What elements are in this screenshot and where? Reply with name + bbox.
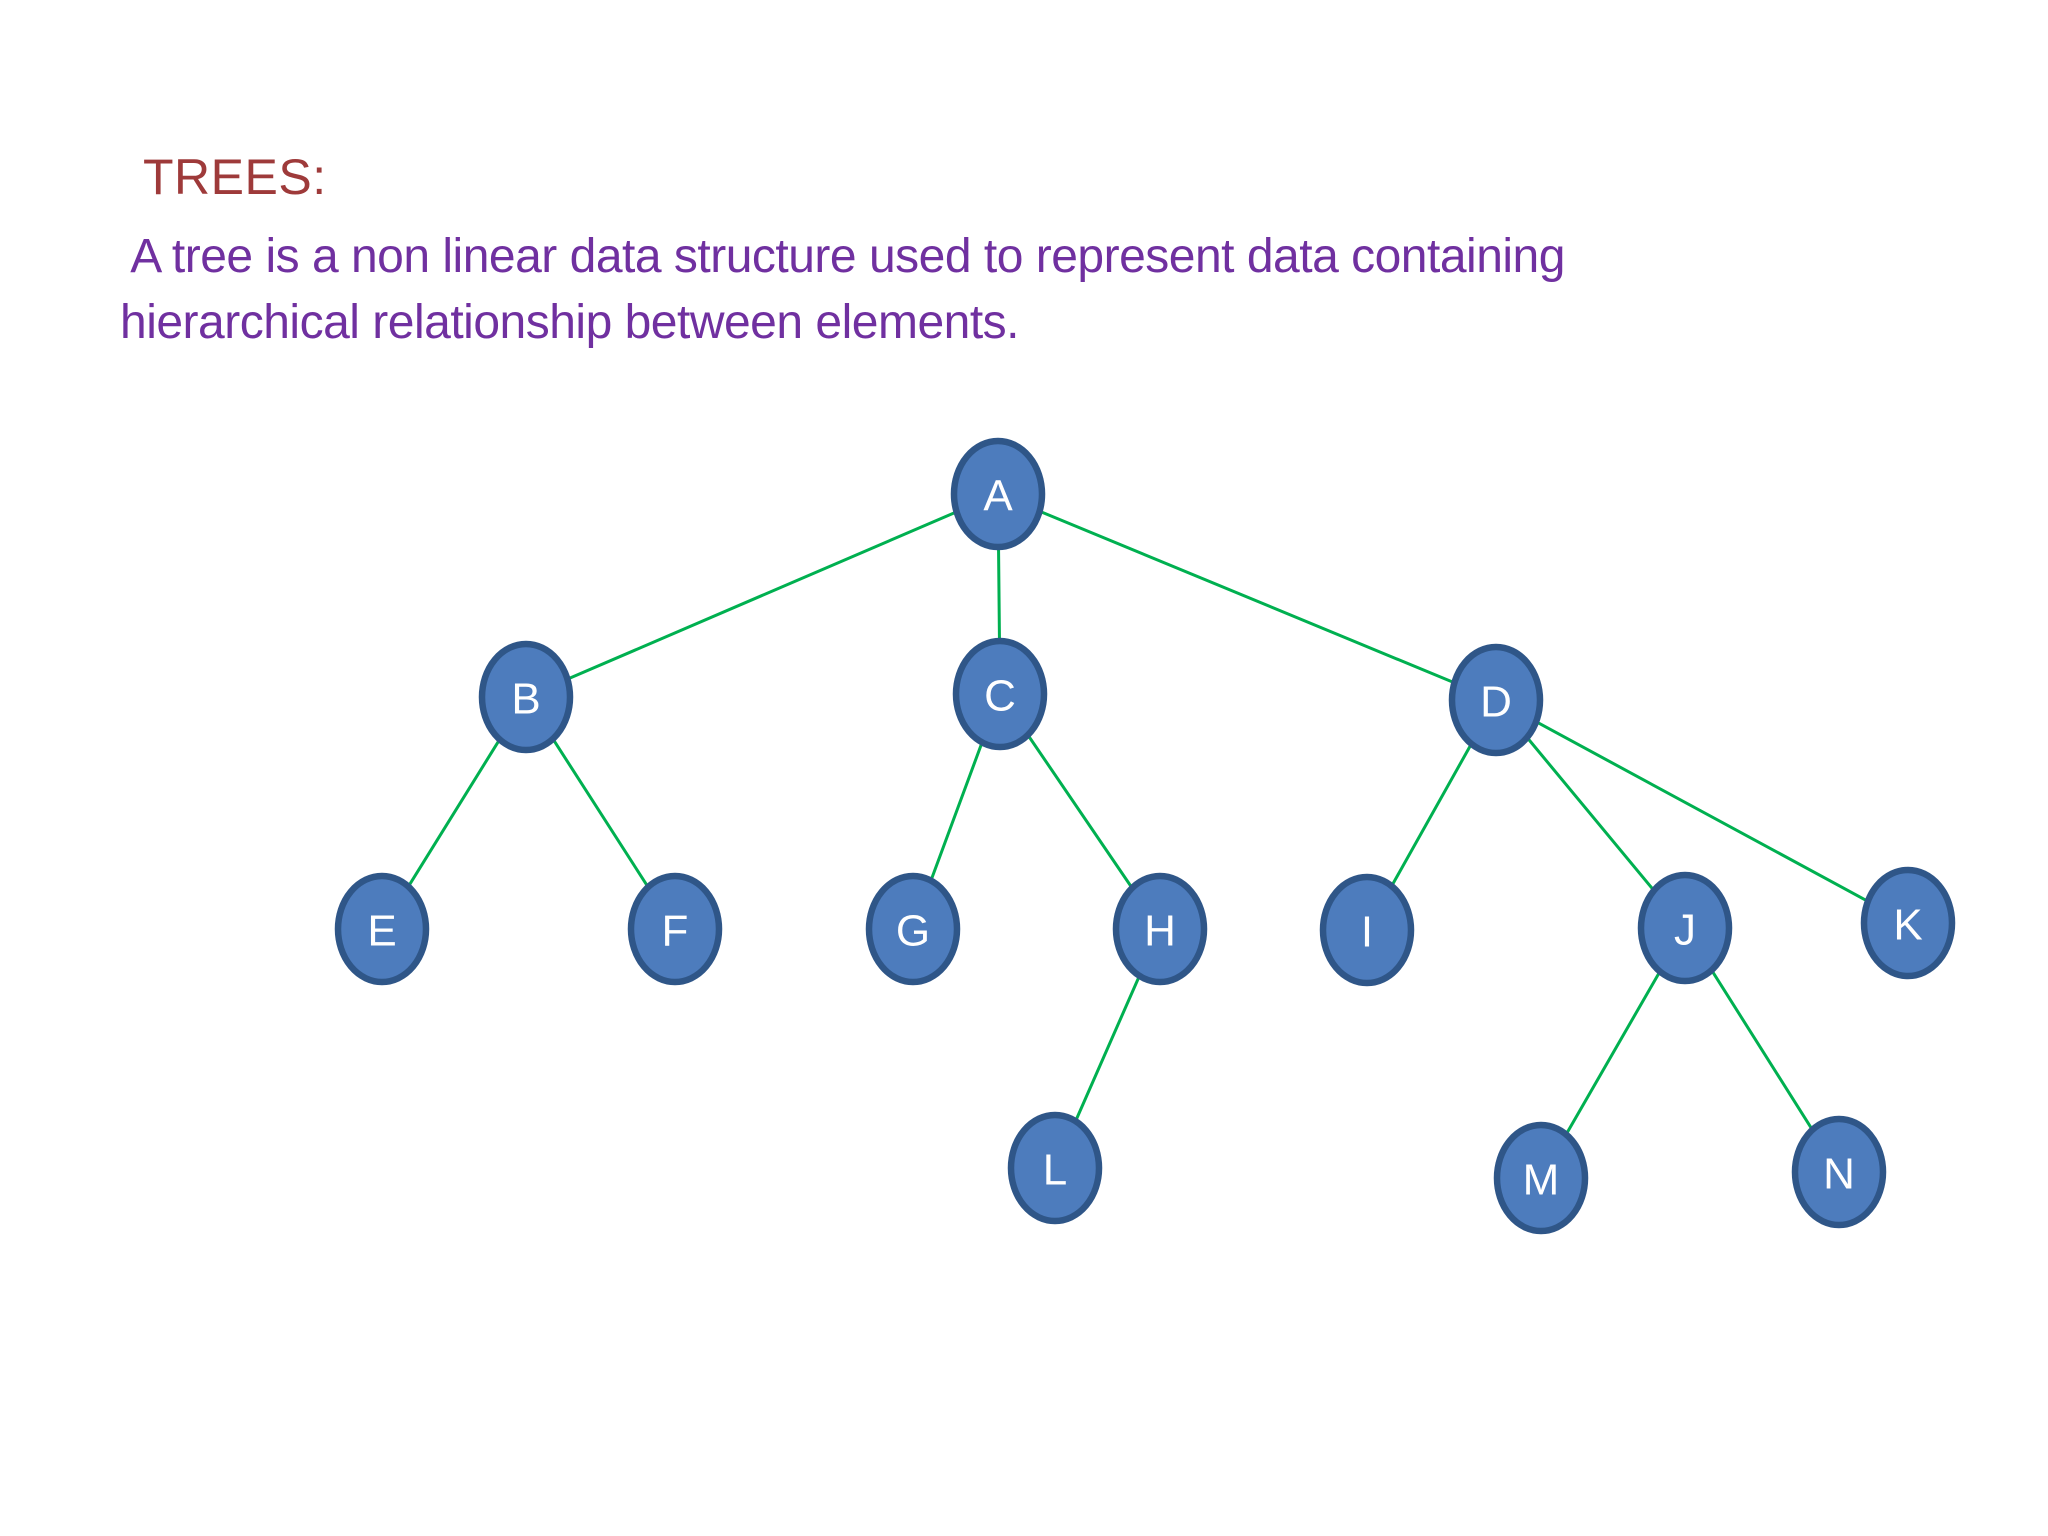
node-ellipse [1637, 871, 1733, 985]
tree-edge-C-H [1026, 733, 1134, 890]
node-ellipse [1791, 1115, 1887, 1229]
node-label: C [984, 672, 1016, 721]
intro-line-2: hierarchical relationship between elemen… [120, 296, 1020, 349]
tree-node-L: L [1007, 1111, 1103, 1225]
tree-node-I: I [1319, 873, 1415, 987]
node-ellipse [865, 872, 961, 986]
node-ellipse [627, 872, 723, 986]
tree-node-F: F [627, 872, 723, 986]
node-label: F [662, 907, 689, 956]
tree-edge-A-C [997, 545, 1001, 643]
tree-edge-A-D [1038, 509, 1456, 685]
tree-node-C: C [952, 637, 1048, 751]
slide-title: TREES: [143, 149, 327, 205]
tree-edge-A-B [565, 510, 959, 681]
node-ellipse [1007, 1111, 1103, 1225]
node-ellipse [334, 872, 430, 986]
node-label: I [1361, 908, 1373, 957]
tree-edge-D-I [1390, 742, 1473, 888]
tree-node-D: D [1448, 643, 1544, 757]
tree-node-M: M [1493, 1121, 1589, 1235]
node-label: M [1523, 1156, 1560, 1205]
tree-node-N: N [1791, 1115, 1887, 1229]
node-label: E [367, 907, 396, 956]
tree-node-J: J [1637, 871, 1733, 985]
tree-edge-H-L [1074, 974, 1141, 1123]
node-label: D [1480, 678, 1512, 727]
tree-node-G: G [865, 872, 961, 986]
tree-edge-D-K [1534, 720, 1870, 903]
tree-node-A: A [950, 437, 1046, 551]
tree-edge-B-F [551, 737, 650, 889]
tree-edge-J-M [1564, 970, 1662, 1136]
node-ellipse [1493, 1121, 1589, 1235]
node-label: N [1823, 1150, 1855, 1199]
intro-paragraph: A tree is a non linear data structure us… [120, 224, 1565, 356]
node-ellipse [1860, 866, 1956, 980]
node-label: G [896, 907, 930, 956]
node-label: L [1043, 1146, 1067, 1195]
tree-edge-J-N [1710, 968, 1814, 1132]
node-label: H [1144, 907, 1176, 956]
node-label: A [983, 472, 1013, 521]
tree-edge-B-E [406, 737, 502, 889]
tree-edge-D-J [1525, 736, 1656, 892]
tree-edge-C-G [929, 740, 984, 883]
tree-node-E: E [334, 872, 430, 986]
node-ellipse [952, 637, 1048, 751]
node-label: B [511, 675, 540, 724]
tree-node-K: K [1860, 866, 1956, 980]
node-label: K [1893, 901, 1922, 950]
tree-node-B: B [478, 640, 574, 754]
node-ellipse [478, 640, 574, 754]
intro-line-1: A tree is a non linear data structure us… [120, 230, 1565, 283]
node-ellipse [1319, 873, 1415, 987]
node-ellipse [1112, 872, 1208, 986]
node-ellipse [950, 437, 1046, 551]
node-ellipse [1448, 643, 1544, 757]
node-label: J [1674, 906, 1696, 955]
tree-node-H: H [1112, 872, 1208, 986]
